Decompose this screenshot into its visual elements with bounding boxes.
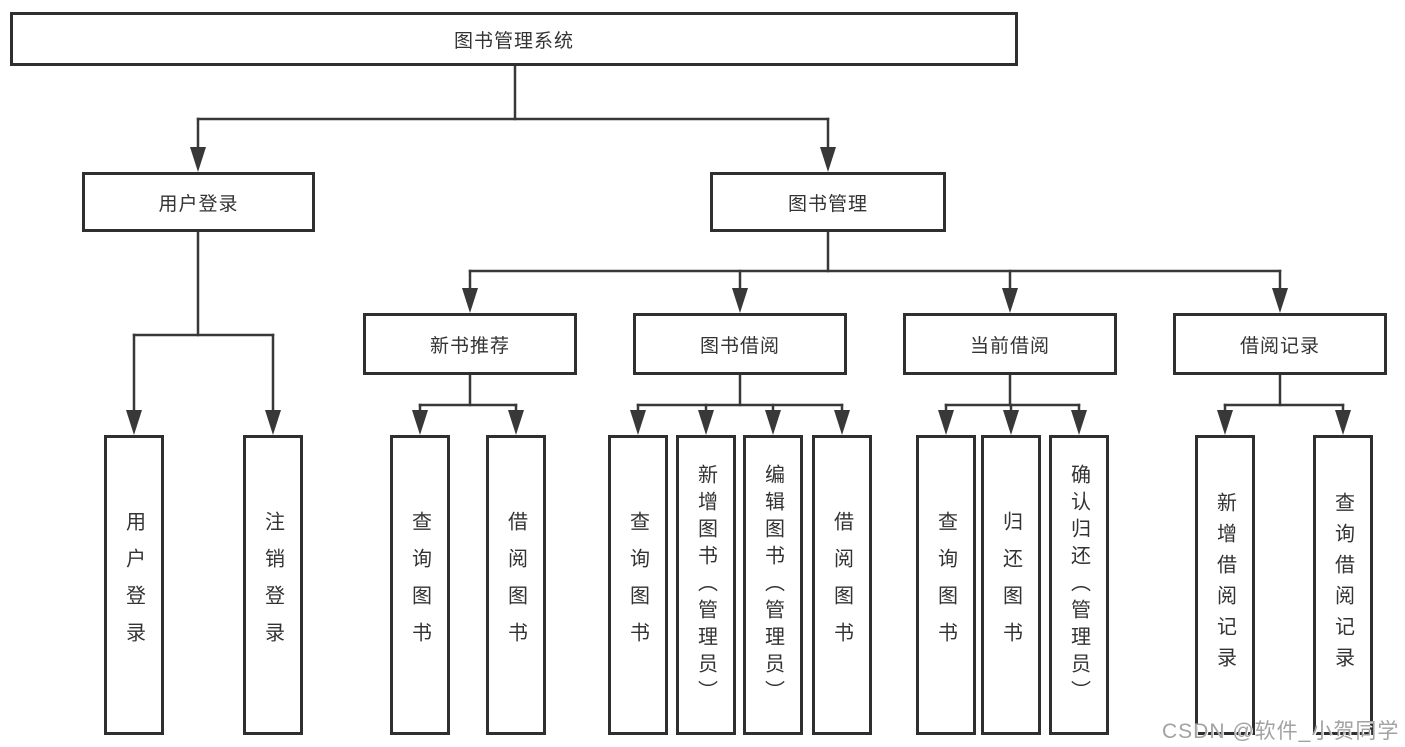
node-borrowing-records: 借阅记录 (1173, 313, 1387, 375)
leaf-current-query-books: 查询图书 (916, 435, 976, 735)
leaf-borrowing-borrow-books: 借阅图书 (812, 435, 872, 735)
leaf-confirm-return-admin: 确认归还（管理员） (1049, 435, 1109, 735)
leaf-recommend-query-books-label: 查询图书 (408, 511, 431, 659)
leaf-return-books: 归还图书 (981, 435, 1041, 735)
leaf-borrowing-borrow-books-label: 借阅图书 (830, 511, 853, 659)
leaf-edit-books-admin-label: 编辑图书（管理员） (761, 463, 784, 707)
leaf-confirm-return-admin-label: 确认归还（管理员） (1067, 463, 1090, 707)
leaf-logout-label: 注销登录 (261, 511, 284, 659)
node-new-book-recommendation-label: 新书推荐 (429, 335, 510, 357)
leaf-add-books-admin: 新增图书（管理员） (676, 435, 736, 735)
leaf-query-borrow-record-label: 查询借阅记录 (1331, 492, 1354, 678)
leaf-borrowing-query-books-label: 查询图书 (626, 511, 649, 659)
leaf-current-query-books-label: 查询图书 (934, 511, 957, 659)
csdn-watermark: CSDN @软件_小贺同学 (1162, 720, 1400, 743)
leaf-recommend-borrow-books: 借阅图书 (486, 435, 546, 735)
leaf-add-borrow-record-label: 新增借阅记录 (1213, 492, 1236, 678)
arrowheads (126, 147, 1351, 435)
leaf-add-books-admin-label: 新增图书（管理员） (694, 463, 717, 707)
leaf-borrowing-query-books: 查询图书 (608, 435, 668, 735)
leaf-return-books-label: 归还图书 (999, 511, 1022, 659)
leaf-edit-books-admin: 编辑图书（管理员） (743, 435, 803, 735)
node-current-borrowing: 当前借阅 (903, 313, 1117, 375)
leaf-add-borrow-record: 新增借阅记录 (1195, 435, 1255, 735)
node-book-borrowing: 图书借阅 (633, 313, 847, 375)
node-book-borrowing-label: 图书借阅 (699, 335, 780, 357)
leaf-logout: 注销登录 (243, 435, 303, 735)
leaf-recommend-borrow-books-label: 借阅图书 (504, 511, 527, 659)
node-borrowing-records-label: 借阅记录 (1239, 335, 1320, 357)
node-user-login-label: 用户登录 (158, 193, 239, 215)
leaf-user-login: 用户登录 (104, 435, 164, 735)
node-book-management-label: 图书管理 (787, 193, 868, 215)
node-library-system: 图书管理系统 (10, 12, 1018, 66)
leaf-query-borrow-record: 查询借阅记录 (1313, 435, 1373, 735)
leaf-user-login-label: 用户登录 (122, 511, 145, 659)
node-library-system-label: 图书管理系统 (453, 30, 574, 52)
node-user-login: 用户登录 (82, 172, 315, 232)
node-new-book-recommendation: 新书推荐 (363, 313, 577, 375)
node-current-borrowing-label: 当前借阅 (969, 335, 1050, 357)
node-book-management: 图书管理 (710, 172, 946, 232)
leaf-recommend-query-books: 查询图书 (390, 435, 450, 735)
